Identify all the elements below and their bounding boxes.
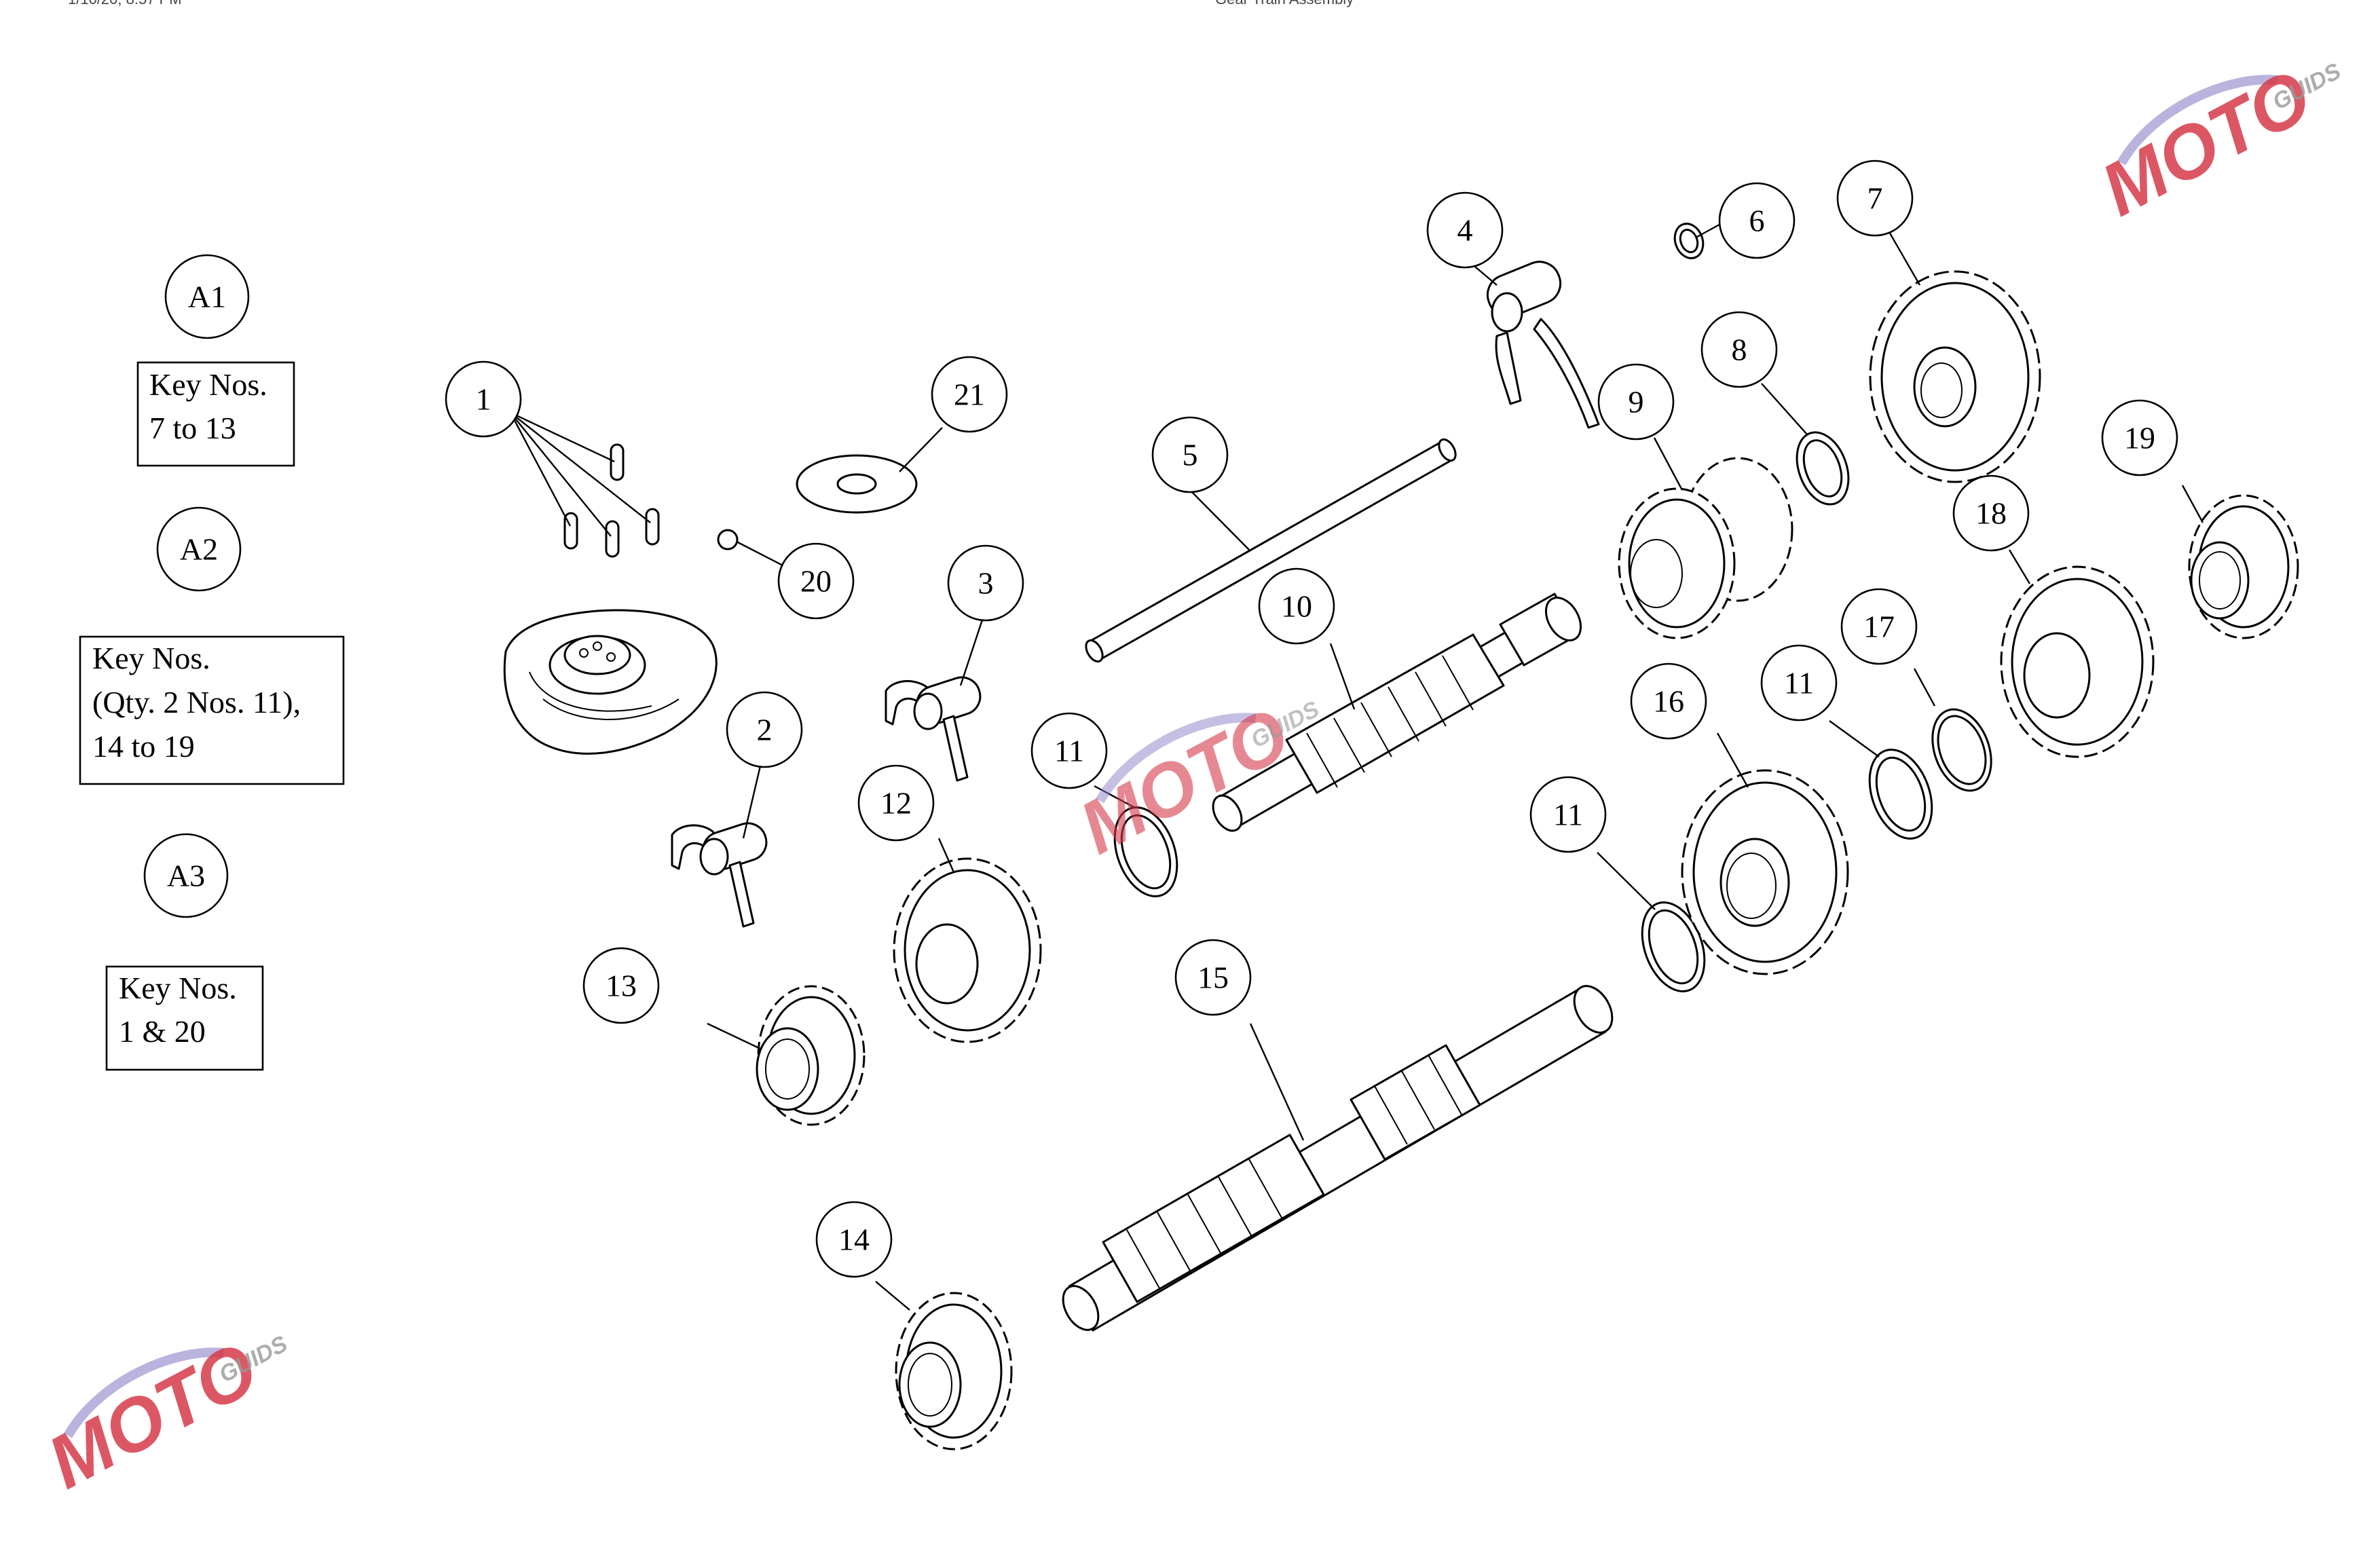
svg-text:MOTO: MOTO [2088, 54, 2324, 232]
part-11-thrust-washer-c [1868, 749, 1933, 840]
part-12-gear [893, 857, 1042, 1043]
group-A3-key-line2: 1 & 20 [119, 1014, 206, 1049]
callout-14: 14 [815, 1201, 893, 1278]
part-4-selector-fork [1486, 261, 1600, 429]
part-17-circlip [1931, 708, 1992, 792]
svg-text:A1: A1 [188, 280, 226, 314]
callout-19: 19 [2101, 399, 2178, 476]
part-1-dowel-pins [563, 443, 660, 558]
group-A1-key-line2: 7 to 13 [149, 411, 236, 445]
part-11-thrust-washer-a [1113, 806, 1178, 897]
part-6-circlip [1673, 223, 1705, 259]
part-21-washer [796, 454, 918, 514]
callout-16: 16 [1630, 662, 1707, 740]
part-13-gear [756, 985, 866, 1126]
part-5-fork-shaft [1085, 438, 1457, 663]
callout-1: 1 [445, 360, 522, 438]
svg-text:3: 3 [978, 566, 994, 601]
part-2-selector-fork [671, 822, 768, 928]
group-A3-keybox: Key Nos. 1 & 20 [105, 965, 264, 1071]
svg-text:10: 10 [1281, 589, 1312, 624]
part-3-selector-fork [885, 676, 982, 782]
svg-text:6: 6 [1749, 204, 1765, 238]
part-15-layshaft [1062, 985, 1614, 1332]
callout-6: 6 [1718, 182, 1796, 259]
svg-text:A3: A3 [167, 859, 205, 893]
svg-text:11: 11 [1784, 666, 1814, 700]
callout-11-b: 11 [1529, 776, 1607, 853]
group-A1-keybox: Key Nos. 7 to 13 [136, 361, 295, 467]
part-20-ball [717, 529, 739, 550]
group-A3-key-line1: Key Nos. [119, 971, 237, 1005]
callout-15: 15 [1174, 939, 1252, 1016]
callout-9: 9 [1597, 363, 1675, 441]
callout-2: 2 [726, 691, 803, 768]
header-left-text: 1/10/20, 8:57 PM [68, 0, 182, 8]
callout-3: 3 [947, 544, 1024, 622]
svg-text:14: 14 [838, 1222, 870, 1257]
svg-text:13: 13 [606, 969, 637, 1003]
svg-text:4: 4 [1457, 213, 1473, 248]
part-16-gear [1681, 769, 1849, 975]
part-19-gear [2188, 494, 2299, 639]
svg-text:15: 15 [1197, 960, 1229, 995]
svg-text:A2: A2 [180, 532, 218, 567]
callout-21: 21 [931, 356, 1008, 433]
svg-text:19: 19 [2124, 421, 2155, 455]
part-10-mainshaft [1212, 593, 1582, 832]
group-A1-label: A1 [164, 254, 250, 339]
svg-text:5: 5 [1183, 438, 1198, 472]
svg-text:8: 8 [1732, 333, 1747, 367]
svg-text:18: 18 [1975, 496, 2007, 531]
part-14-gear [895, 1292, 1013, 1451]
svg-text:7: 7 [1867, 181, 1883, 216]
callout-4: 4 [1426, 191, 1504, 269]
svg-text:MOTO: MOTO [35, 1326, 270, 1505]
svg-text:12: 12 [880, 786, 912, 821]
callout-7: 7 [1836, 160, 1914, 237]
svg-text:20: 20 [800, 564, 832, 599]
group-A2-keybox: Key Nos. (Qty. 2 Nos. 11), 14 to 19 [79, 635, 345, 785]
watermark-logo-bottom-left: MOTO GUIDS [35, 1326, 292, 1505]
selector-drum-plate [503, 609, 718, 755]
group-A2-label: A2 [156, 506, 242, 592]
header-center-text: Gear Train Assembly [1215, 0, 1354, 8]
callout-20: 20 [777, 542, 855, 620]
callout-12: 12 [857, 764, 935, 842]
callout-13: 13 [582, 947, 660, 1024]
callout-8: 8 [1700, 311, 1778, 388]
group-A2-key-line3: 14 to 19 [92, 729, 195, 764]
leader-lines [509, 221, 2204, 1311]
callout-11-c: 11 [1760, 644, 1838, 722]
callout-18: 18 [1952, 474, 2030, 552]
part-9-double-gear [1618, 457, 1793, 639]
callout-10: 10 [1258, 567, 1335, 645]
callout-5: 5 [1151, 416, 1229, 493]
svg-text:21: 21 [954, 377, 985, 412]
svg-text:16: 16 [1653, 684, 1684, 719]
svg-text:11: 11 [1054, 734, 1084, 768]
svg-text:MOTO: MOTO [1066, 692, 1302, 870]
part-18-gear [2000, 565, 2155, 758]
callout-17: 17 [1840, 588, 1918, 665]
part-7-gear [1869, 270, 2041, 483]
svg-text:9: 9 [1629, 385, 1644, 419]
group-A2-key-line1: Key Nos. [92, 641, 210, 675]
part-11-thrust-washer-b [1641, 901, 1706, 992]
group-A3-label: A3 [143, 833, 229, 918]
part-8-thrust-washer [1796, 431, 1850, 506]
watermark-logo-top-right: MOTO GUIDS [2088, 54, 2345, 232]
group-A2-key-line2: (Qty. 2 Nos. 11), [92, 685, 301, 719]
svg-text:11: 11 [1553, 798, 1583, 832]
svg-text:2: 2 [757, 713, 773, 747]
group-A1-key-line1: Key Nos. [149, 367, 267, 402]
svg-text:17: 17 [1863, 610, 1895, 644]
callout-11-a: 11 [1030, 712, 1108, 789]
svg-text:1: 1 [476, 382, 491, 417]
